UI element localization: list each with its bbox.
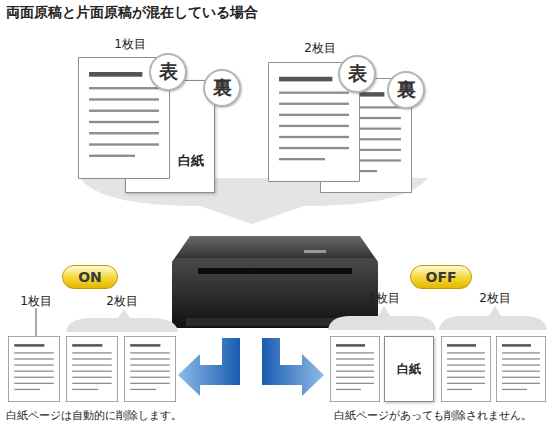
group-bracket xyxy=(439,306,547,330)
page-illustration xyxy=(8,336,59,401)
node-text: 白紙 xyxy=(397,361,421,378)
side-badge: 表 xyxy=(338,55,376,93)
output-arrow xyxy=(262,338,324,396)
node-text: 裏 xyxy=(397,77,416,103)
sheet-label: 2枚目 xyxy=(106,293,138,310)
output-arrow xyxy=(178,338,240,396)
sheet-label: 2枚目 xyxy=(304,40,336,57)
mode-pill: ON xyxy=(62,265,118,289)
node-text: ON xyxy=(78,269,102,285)
side-badge: 表 xyxy=(149,53,187,91)
node-text: OFF xyxy=(425,269,456,285)
sheet-label: 1枚目 xyxy=(114,36,146,53)
node-text: 表 xyxy=(159,59,178,85)
group-bracket xyxy=(66,309,178,332)
node-text: 裏 xyxy=(213,75,232,101)
scanner-logo xyxy=(304,250,326,253)
side-badge: 裏 xyxy=(203,69,241,107)
diagram-title: 両面原稿と片面原稿が混在している場合 xyxy=(6,4,258,22)
scanner-slot xyxy=(198,268,352,274)
leader-line xyxy=(36,308,37,336)
group-bracket xyxy=(328,306,436,330)
mode-pill: OFF xyxy=(410,265,472,289)
page-illustration xyxy=(66,336,117,401)
page-illustration xyxy=(124,336,175,401)
page-illustration xyxy=(330,336,380,401)
page-illustration xyxy=(496,336,546,401)
blank-page: 白紙 xyxy=(384,336,434,402)
node-text: 白紙 xyxy=(178,152,204,170)
sheet-label: 1枚目 xyxy=(368,290,400,307)
blank-page: 白紙 xyxy=(125,80,215,193)
side-badge: 裏 xyxy=(387,71,425,109)
sheet-label: 1枚目 xyxy=(20,293,52,310)
note-text: 白紙ページがあっても削除されません。 xyxy=(334,408,532,423)
page-illustration xyxy=(441,336,491,401)
node-text: 表 xyxy=(348,61,367,87)
sheet-label: 2枚目 xyxy=(479,290,511,307)
note-text: 白紙ページは自動的に削除します。 xyxy=(6,408,182,423)
